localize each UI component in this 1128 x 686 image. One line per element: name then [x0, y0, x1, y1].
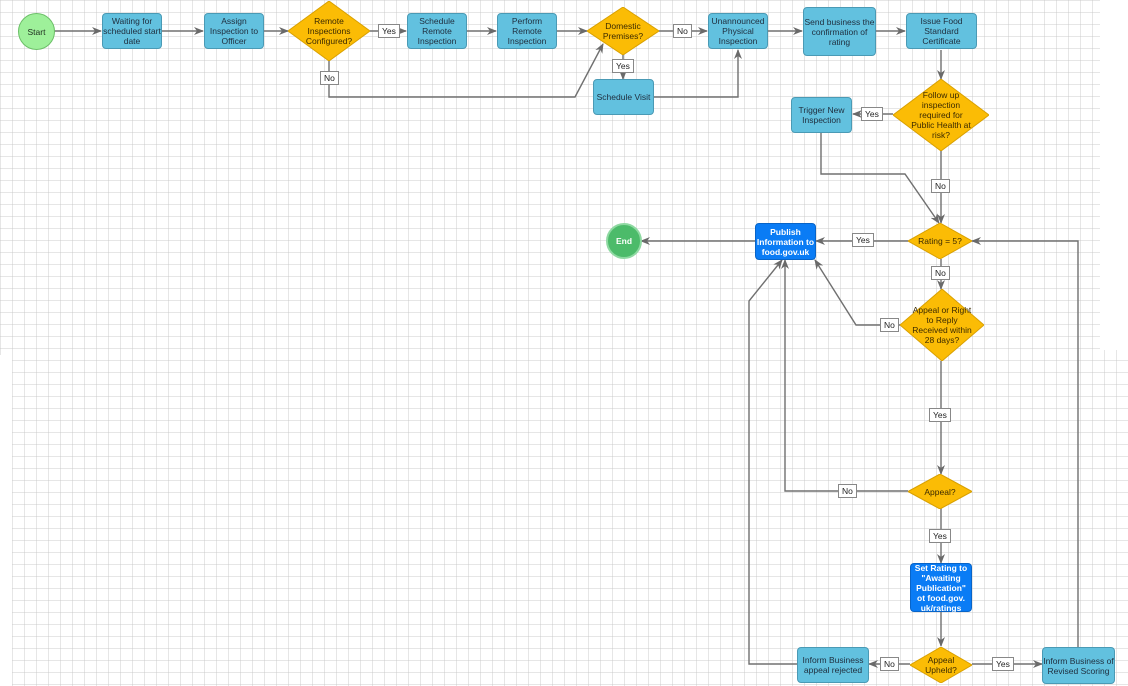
edge-label-window-no: No	[880, 318, 899, 332]
edge-label-remote-yes: Yes	[378, 24, 400, 38]
canvas-margin	[0, 355, 12, 686]
set-rating-label: Set Rating to "Awaiting Publication" ot …	[914, 562, 968, 613]
unannounced-label: Unannounced Physical Inspection	[711, 16, 765, 46]
edge-label-appeal-no: No	[838, 484, 857, 498]
followup-decision[interactable]: Follow up inspection required for Public…	[893, 79, 989, 151]
edge-label-appeal-yes: Yes	[929, 529, 951, 543]
start-label: Start	[27, 26, 46, 37]
end-node[interactable]: End	[606, 223, 642, 259]
diamond-shape	[908, 474, 972, 509]
set-rating-node[interactable]: Set Rating to "Awaiting Publication" ot …	[910, 562, 972, 613]
edge-remote-no	[328, 43, 604, 98]
inform-rejected-node[interactable]: Inform Business appeal rejected	[797, 647, 869, 683]
schedule-remote-node[interactable]: Schedule Remote Inspection	[407, 13, 467, 49]
appeal-decision[interactable]: Appeal?	[908, 474, 972, 509]
rating-decision[interactable]: Rating = 5?	[908, 223, 972, 259]
diamond-shape	[910, 647, 972, 683]
publish-node[interactable]: Publish Information to food.gov.uk	[755, 223, 816, 260]
inform-revised-node[interactable]: Inform Business of Revised Scoring	[1042, 647, 1115, 684]
domestic-decision-label: Domestic Premises?	[602, 21, 644, 41]
issue-certificate-node[interactable]: Issue Food Standard Certificate	[906, 13, 977, 49]
edge-label-domestic-yes: Yes	[612, 59, 634, 73]
waiting-label: Waiting for scheduled start date	[103, 16, 161, 46]
followup-decision-label: Follow up inspection required for Public…	[911, 90, 971, 140]
edge-label-upheld-no: No	[880, 657, 899, 671]
unannounced-node[interactable]: Unannounced Physical Inspection	[708, 13, 768, 49]
trigger-new-node[interactable]: Trigger New Inspection	[791, 97, 852, 133]
issue-certificate-label: Issue Food Standard Certificate	[920, 16, 963, 46]
assign-label: Assign Inspection to Officer	[209, 16, 259, 46]
waiting-node[interactable]: Waiting for scheduled start date	[102, 13, 162, 49]
appeal-decision-label: Appeal?	[924, 486, 956, 497]
schedule-visit-node[interactable]: Schedule Visit	[593, 79, 654, 115]
inform-revised-label: Inform Business of Revised Scoring	[1043, 655, 1114, 676]
diamond-shape	[587, 7, 659, 55]
edge-label-domestic-no: No	[673, 24, 692, 38]
remote-decision[interactable]: Remote Inspections Configured?	[288, 1, 370, 61]
edge-window-no	[814, 259, 900, 326]
edge-label-followup-no: No	[931, 179, 950, 193]
trigger-new-label: Trigger New Inspection	[798, 105, 845, 125]
edge-label-window-yes: Yes	[929, 408, 951, 422]
diamond-shape	[288, 1, 370, 61]
upheld-decision-label: Appeal Upheld?	[925, 655, 957, 675]
publish-label: Publish Information to food.gov.uk	[756, 226, 815, 257]
edge-rejected-publish	[748, 259, 797, 665]
schedule-visit-label: Schedule Visit	[596, 92, 651, 102]
edge-label-remote-no: No	[320, 71, 339, 85]
domestic-decision[interactable]: Domestic Premises?	[587, 7, 659, 55]
rating-decision-label: Rating = 5?	[918, 236, 962, 246]
send-confirmation-node[interactable]: Send business the confirmation of rating	[803, 7, 876, 56]
appeal-window-decision-label: Appeal or Right to Reply Received within…	[912, 305, 972, 345]
upheld-decision[interactable]: Appeal Upheld?	[910, 647, 972, 683]
perform-remote-label: Perform Remote Inspection	[507, 16, 547, 46]
edge-label-followup-yes: Yes	[861, 107, 883, 121]
remote-decision-label: Remote Inspections Configured?	[305, 16, 353, 46]
edge-trigger-rating	[820, 132, 940, 224]
diamond-shape	[900, 289, 984, 361]
edge-appeal-no	[781, 259, 908, 492]
end-label: End	[615, 236, 633, 246]
canvas-margin	[1100, 0, 1128, 350]
edge-revised-rating	[971, 237, 1079, 647]
edge-label-rating-no: No	[931, 266, 950, 280]
start-node[interactable]: Start	[18, 13, 55, 50]
appeal-window-decision[interactable]: Appeal or Right to Reply Received within…	[900, 289, 984, 361]
diamond-shape	[893, 79, 989, 151]
diamond-shape	[908, 223, 972, 259]
perform-remote-node[interactable]: Perform Remote Inspection	[497, 13, 557, 49]
assign-node[interactable]: Assign Inspection to Officer	[204, 13, 264, 49]
inform-rejected-label: Inform Business appeal rejected	[802, 655, 864, 675]
schedule-remote-label: Schedule Remote Inspection	[417, 16, 457, 46]
edge-label-rating-yes: Yes	[852, 233, 874, 247]
edge-label-upheld-yes: Yes	[992, 657, 1014, 671]
edge-visit-unannounced	[654, 49, 742, 98]
send-confirmation-label: Send business the confirmation of rating	[804, 16, 875, 47]
